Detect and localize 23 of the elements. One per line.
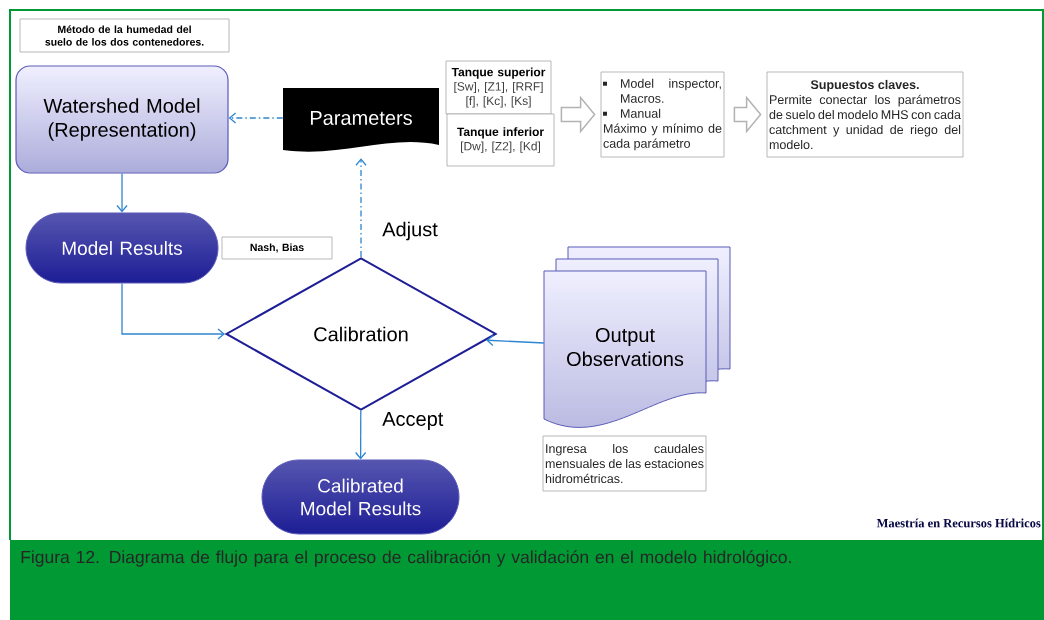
text-box: Método de la humedad del suelo de los dos contenedores. [19,18,230,53]
block-arrow [733,95,762,134]
text-box: Nash, Bias [221,236,333,260]
edge-label: Accept [382,412,444,430]
text-box: Tanque inferior [Dw], [Z2], [Kd] [446,113,555,167]
arrow [486,334,545,347]
arrow [228,112,284,124]
text-box: Supuestos claves. Permite conectar los parámetros de suelo del modelo MHS con cada catchment y unidad de riego del modelo. [766,71,964,158]
text-box: Tanque superior [Sw], [Z1], [RRF] [f], [Kc], [Ks] [445,60,552,115]
arrow [116,172,128,213]
arrow [121,282,225,340]
text-box: Ingresa los caudales mensuales de las estaciones hidrométricas. [542,435,707,492]
edge-label: Adjust [382,221,438,241]
text-box: Model inspector, Macros. Manual Máximo y mínimo de cada parámetro [600,71,725,158]
footer-text: Maestría en Recursos Hídricos [876,518,1041,528]
block-arrow [560,95,596,134]
document-stack: Output Observations [543,246,731,428]
terminal-pill: Calibrated Model Results [261,459,460,535]
caption-band: Figura 12. Diagrama de flujo para el proceso de calibración y validación en el modelo hidrológico. [10,540,1044,620]
process-box: Watershed Model (Representation) [15,65,229,174]
terminal-pill: Model Results [25,212,219,284]
arrow [355,410,367,460]
arrow [355,158,367,258]
